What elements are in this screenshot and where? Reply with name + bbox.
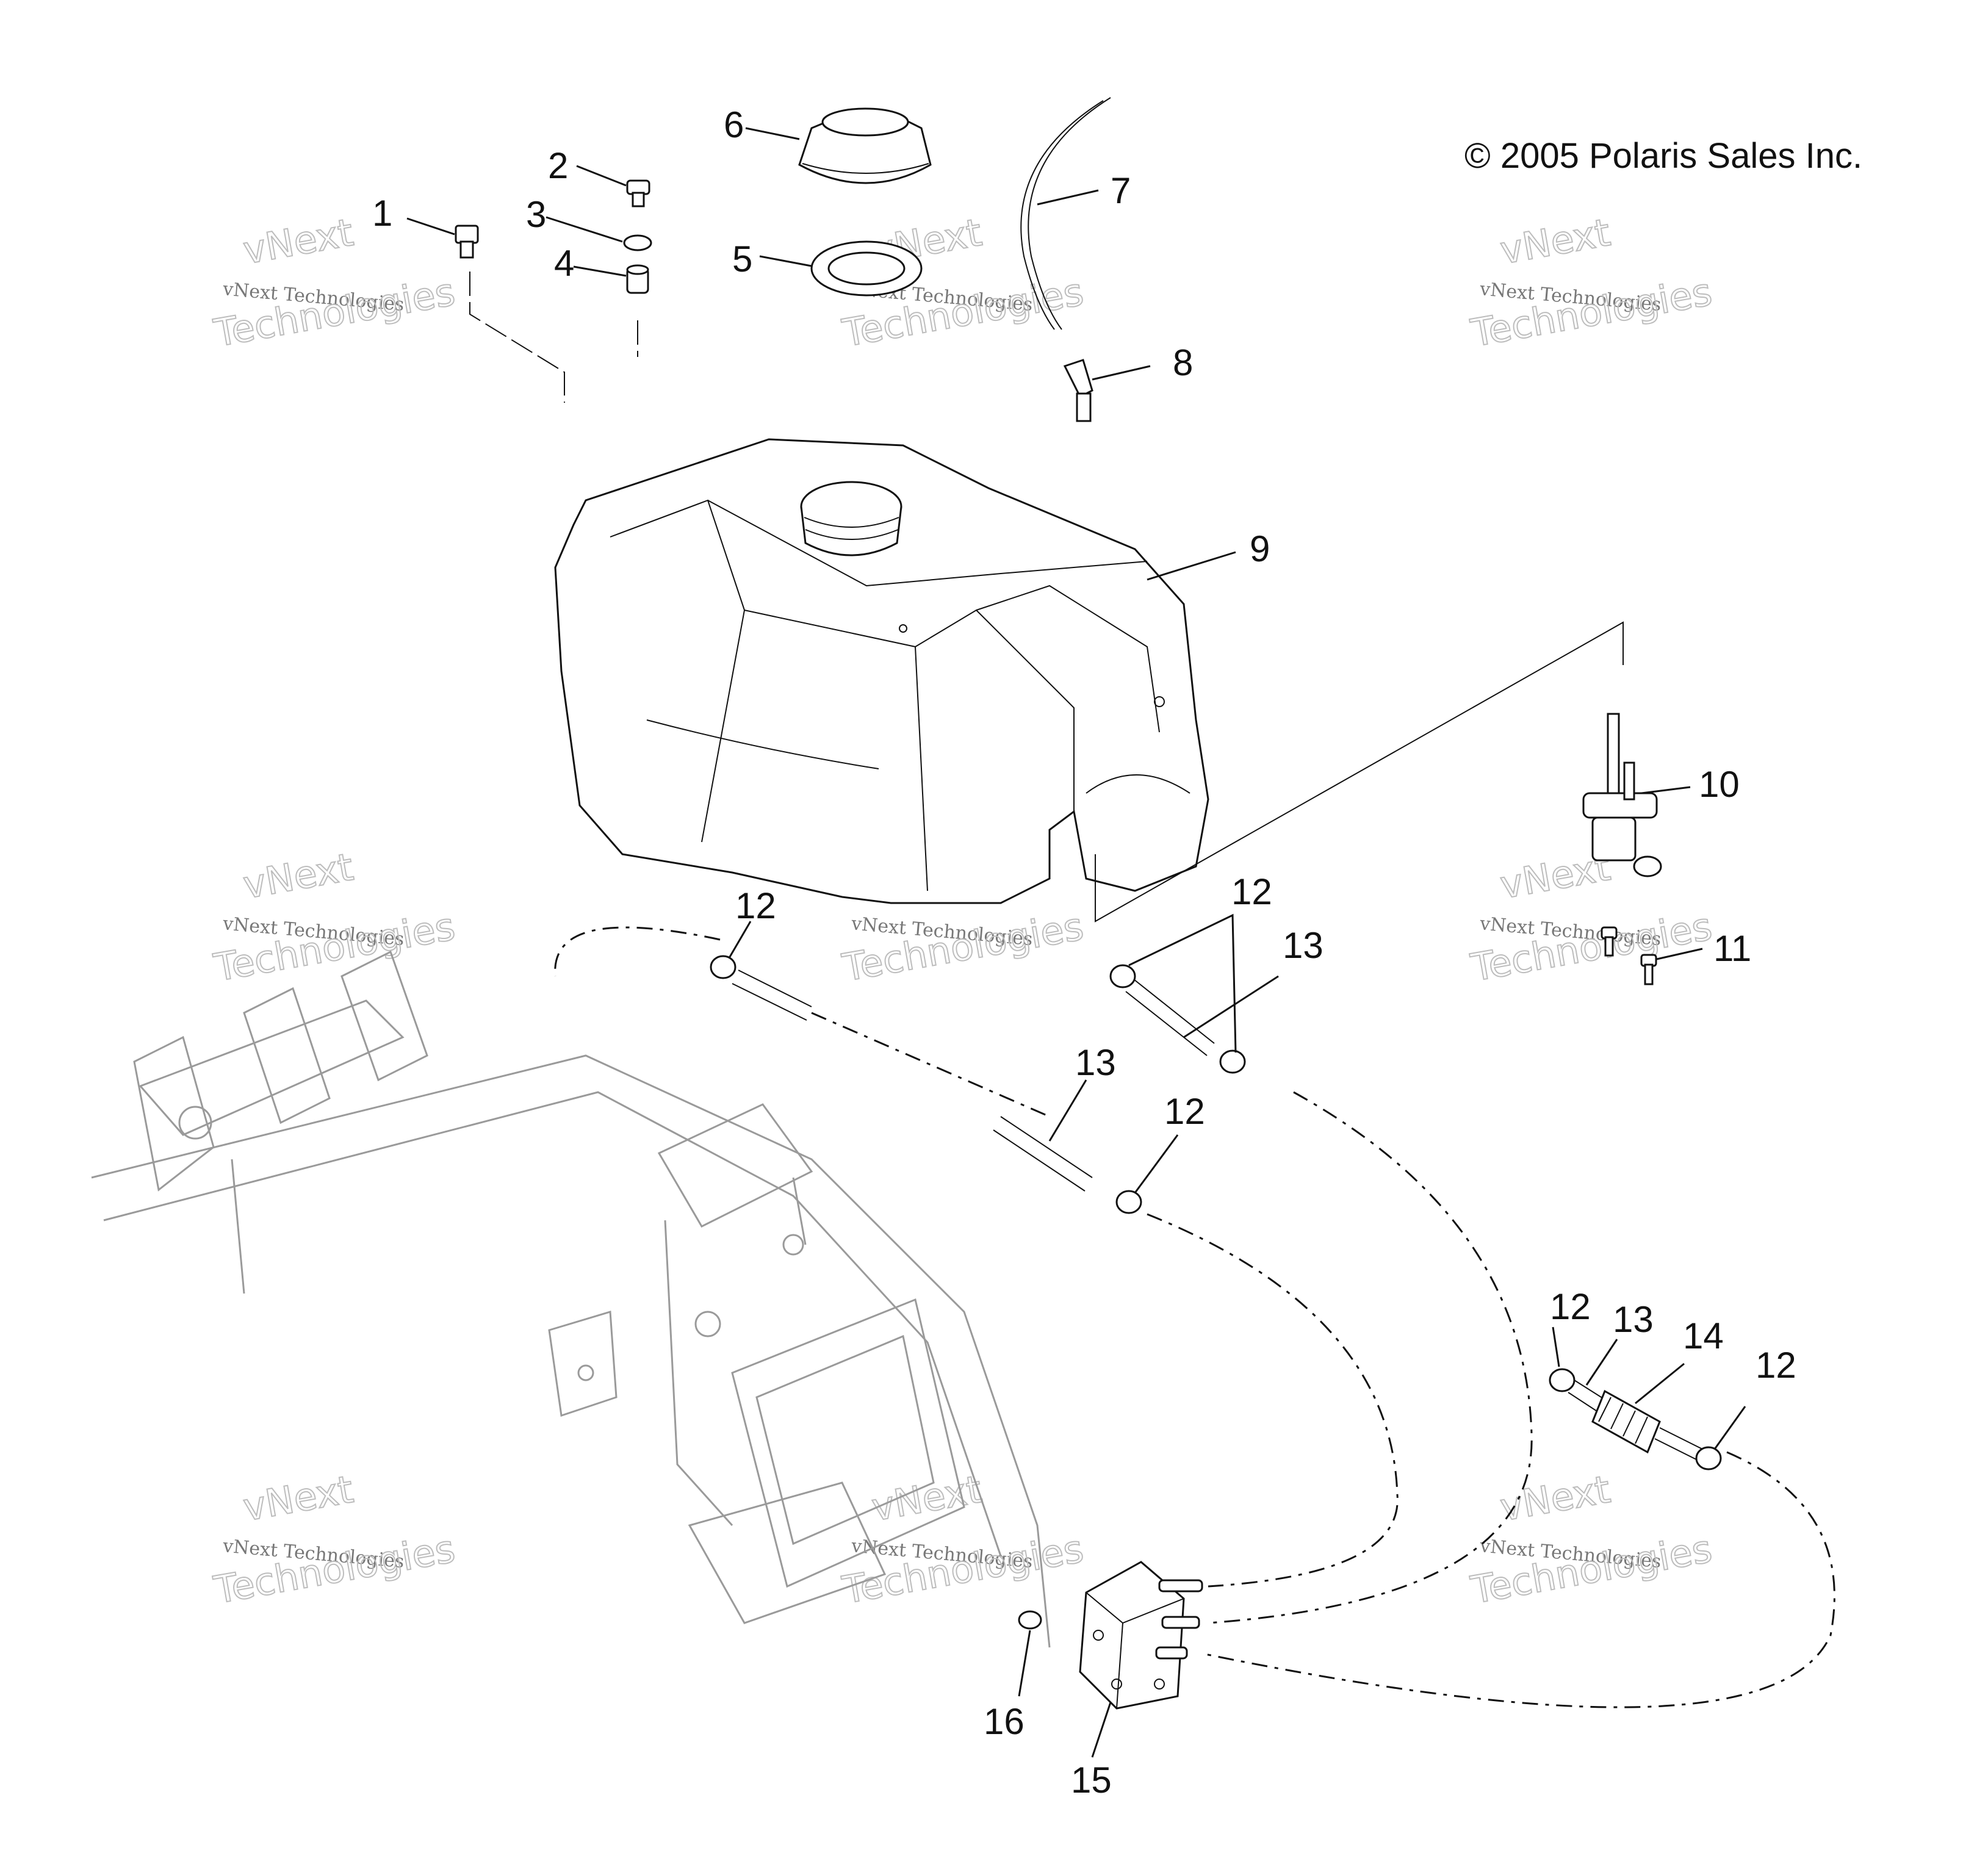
part-13-hose-segment bbox=[993, 1116, 1093, 1192]
part-12-clamp[interactable] bbox=[710, 955, 736, 979]
callout-2[interactable]: 2 bbox=[548, 145, 568, 186]
leader-line-9 bbox=[1147, 551, 1236, 581]
leader-line-1 bbox=[406, 217, 455, 236]
leader-line-12c bbox=[1134, 1134, 1179, 1193]
part-2-screw[interactable] bbox=[626, 179, 650, 207]
leader-line-12a bbox=[728, 921, 752, 959]
watermark-line1: vNext bbox=[240, 210, 356, 273]
part-9-fuel-tank[interactable] bbox=[554, 438, 1209, 904]
leader-line-4 bbox=[573, 265, 627, 277]
watermark: vNext vNext Technologies Technologies bbox=[1467, 209, 1716, 356]
part-16-nut[interactable] bbox=[1018, 1610, 1042, 1630]
callout-15[interactable]: 15 bbox=[1071, 1760, 1112, 1801]
leader-line-15 bbox=[1091, 1702, 1112, 1758]
leader-line-13c bbox=[1585, 1339, 1618, 1386]
part-4-bushing[interactable] bbox=[626, 264, 649, 294]
leader-line-8 bbox=[1092, 365, 1151, 381]
watermark-line1: vNext bbox=[868, 1467, 985, 1530]
leader-line-13a bbox=[1048, 1079, 1087, 1142]
watermark: vNext vNext Technologies Technologies bbox=[1467, 844, 1716, 991]
part-1-bolt[interactable] bbox=[455, 225, 479, 259]
part-14-fuel-filter[interactable] bbox=[1591, 1389, 1661, 1454]
copyright-text: © 2005 Polaris Sales Inc. bbox=[1464, 136, 1862, 176]
leader-line-14 bbox=[1635, 1362, 1685, 1405]
part-12-clamp[interactable] bbox=[1695, 1446, 1722, 1470]
part-7-vent-hose-edge bbox=[1020, 100, 1104, 330]
leader-line-6 bbox=[745, 127, 800, 140]
leader-line-7 bbox=[1037, 189, 1099, 206]
part-3-washer[interactable] bbox=[623, 234, 652, 251]
watermark-line1: vNext bbox=[240, 1467, 356, 1530]
leader-line-10 bbox=[1641, 786, 1691, 794]
fuel-line-dashed bbox=[554, 926, 1050, 1118]
part-6-fuel-cap[interactable] bbox=[798, 107, 932, 184]
assembly-line-9 bbox=[1095, 621, 1624, 923]
leader-line-12d bbox=[1552, 1326, 1560, 1367]
callout-13[interactable]: 13 bbox=[1613, 1299, 1654, 1340]
callout-11[interactable]: 11 bbox=[1713, 928, 1751, 969]
callout-12[interactable]: 12 bbox=[1756, 1345, 1796, 1386]
leader-line-13b bbox=[1183, 975, 1279, 1038]
watermark: vNext vNext Technologies Technologies bbox=[210, 1466, 459, 1613]
callout-5[interactable]: 5 bbox=[732, 239, 752, 279]
watermark: vNext vNext Technologies Technologies bbox=[838, 1466, 1087, 1613]
part-5-gasket[interactable] bbox=[810, 240, 923, 297]
callout-labels: 1 2 3 4 5 6 7 8 9 10 11 12 12 12 12 12 1… bbox=[372, 104, 1796, 1801]
part-12-clamp[interactable] bbox=[1115, 1190, 1142, 1214]
callout-12[interactable]: 12 bbox=[1164, 1091, 1205, 1132]
watermark-line1: vNext bbox=[1497, 210, 1613, 273]
part-7-vent-hose[interactable] bbox=[1028, 97, 1111, 330]
watermark: vNext vNext Technologies Technologies bbox=[1467, 1466, 1716, 1613]
fuel-line-dashed bbox=[1201, 1451, 1835, 1708]
callout-12[interactable]: 12 bbox=[1550, 1286, 1591, 1327]
callout-6[interactable]: 6 bbox=[724, 104, 744, 145]
callout-13[interactable]: 13 bbox=[1075, 1042, 1116, 1083]
callout-12[interactable]: 12 bbox=[1231, 871, 1272, 912]
part-11-screws[interactable] bbox=[1601, 926, 1657, 985]
leader-line-5 bbox=[759, 255, 812, 267]
part-13-hose-segment bbox=[732, 970, 812, 1021]
assembly-line-1 bbox=[469, 272, 565, 403]
vehicle-frame bbox=[91, 950, 1051, 1648]
leader-line-3 bbox=[546, 216, 623, 243]
callout-16[interactable]: 16 bbox=[984, 1701, 1025, 1742]
fuel-line-dashed bbox=[1208, 1091, 1533, 1624]
part-8-fitting[interactable] bbox=[1063, 359, 1093, 422]
callout-13[interactable]: 13 bbox=[1283, 925, 1324, 966]
watermark-line1: vNext bbox=[240, 844, 356, 907]
part-12-clamp[interactable] bbox=[1109, 964, 1246, 1074]
leader-line-12b bbox=[1128, 913, 1237, 1053]
leader-line-16 bbox=[1018, 1630, 1031, 1697]
watermark: vNext vNext Technologies Technologies bbox=[210, 844, 459, 991]
callout-3[interactable]: 3 bbox=[526, 194, 546, 235]
callout-1[interactable]: 1 bbox=[372, 193, 392, 234]
part-13-hose-segment bbox=[1125, 979, 1215, 1056]
callout-12[interactable]: 12 bbox=[735, 885, 776, 926]
callout-4[interactable]: 4 bbox=[554, 243, 574, 284]
fuel-line-dashed bbox=[1147, 1213, 1399, 1588]
callout-7[interactable]: 7 bbox=[1111, 170, 1131, 211]
part-15-fuel-pump[interactable] bbox=[1079, 1561, 1203, 1710]
callout-10[interactable]: 10 bbox=[1699, 764, 1740, 805]
callout-14[interactable]: 14 bbox=[1683, 1315, 1724, 1356]
callout-9[interactable]: 9 bbox=[1250, 528, 1270, 569]
part-12-clamp[interactable] bbox=[1549, 1368, 1576, 1392]
leader-line-12e bbox=[1713, 1406, 1746, 1450]
leader-line-11 bbox=[1656, 948, 1703, 960]
leader-line-2 bbox=[576, 165, 627, 187]
watermark-group: vNext vNext Technologies Technologies vN… bbox=[210, 209, 1716, 1613]
part-10-fuel-valve[interactable] bbox=[1582, 713, 1662, 877]
watermark-line1: vNext bbox=[1497, 1467, 1613, 1530]
callout-8[interactable]: 8 bbox=[1173, 342, 1193, 383]
part-13-hose-segment bbox=[1654, 1427, 1703, 1461]
watermark: vNext vNext Technologies Technologies bbox=[210, 209, 459, 356]
